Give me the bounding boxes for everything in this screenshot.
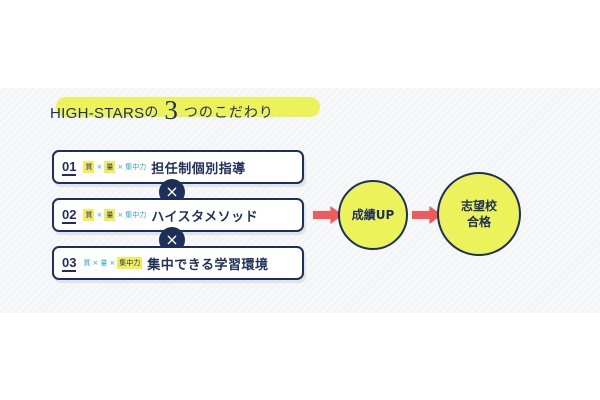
point-number: 02 bbox=[62, 206, 77, 224]
tag-quality: 質 bbox=[83, 209, 95, 221]
tag-quality: 質 bbox=[83, 161, 95, 173]
point-card-03: 03 質 × 量 × 集中力 集中できる学習環境 bbox=[52, 246, 304, 280]
tag-quantity: 量 bbox=[104, 161, 116, 173]
tag-group: 質 × 量 × 集中力 bbox=[83, 161, 146, 173]
point-card-01: 01 質 × 量 × 集中力 担任制個別指導 bbox=[52, 150, 304, 184]
result-grades-up: 成績UP bbox=[338, 180, 408, 250]
heading-number: 3 bbox=[164, 94, 178, 125]
tag-separator: × bbox=[117, 211, 124, 219]
tag-quantity: 量 bbox=[100, 259, 108, 267]
heading-highlight bbox=[56, 97, 320, 117]
point-number: 03 bbox=[62, 254, 77, 272]
result-label-line2: 合格 bbox=[466, 215, 491, 229]
tag-quantity: 量 bbox=[104, 209, 116, 221]
tag-focus: 集中力 bbox=[125, 163, 147, 171]
tag-focus: 集中力 bbox=[125, 211, 147, 219]
result-school-pass: 志望校 合格 bbox=[437, 172, 521, 256]
point-card-02: 02 質 × 量 × 集中力 ハイスタメソッド bbox=[52, 198, 304, 232]
point-title: ハイスタメソッド bbox=[151, 209, 259, 225]
point-number: 01 bbox=[62, 158, 77, 176]
tag-quality: 質 bbox=[83, 259, 91, 267]
tag-group: 質 × 量 × 集中力 bbox=[83, 257, 143, 269]
tag-separator: × bbox=[96, 163, 103, 171]
result-label: 成績UP bbox=[351, 208, 395, 222]
heading-brand: HIGH-STARS bbox=[50, 105, 145, 122]
tag-separator: × bbox=[117, 163, 124, 171]
tag-separator: × bbox=[96, 211, 103, 219]
tag-group: 質 × 量 × 集中力 bbox=[83, 209, 146, 221]
tag-separator: × bbox=[92, 259, 99, 267]
heading-particle: の bbox=[144, 105, 159, 121]
result-label-group: 志望校 合格 bbox=[461, 198, 497, 230]
tag-focus: 集中力 bbox=[117, 257, 143, 269]
tag-separator: × bbox=[109, 259, 116, 267]
section-heading: HIGH-STARS の 3 つのこだわり bbox=[50, 88, 320, 125]
result-label-line1: 志望校 bbox=[460, 199, 497, 213]
point-title: 担任制個別指導 bbox=[151, 161, 246, 177]
point-title: 集中できる学習環境 bbox=[147, 257, 269, 273]
heading-rest: つのこだわり bbox=[183, 105, 274, 121]
